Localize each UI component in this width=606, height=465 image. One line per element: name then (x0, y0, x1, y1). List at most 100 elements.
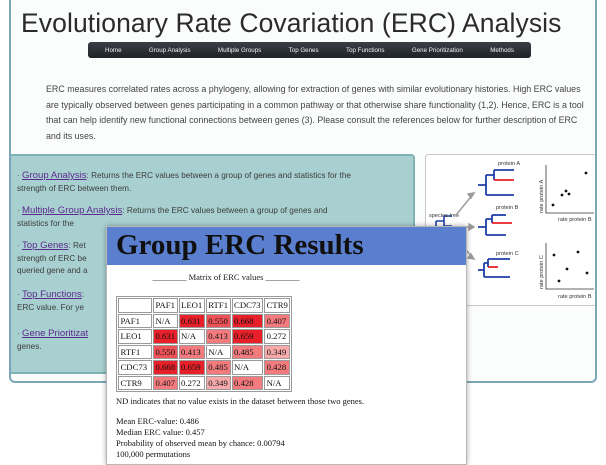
matrix-cell: 0.659 (178, 360, 205, 375)
link-multiple-group-analysis[interactable]: Multiple Group Analysis (22, 205, 123, 216)
matrix-cell: 0.668 (153, 360, 178, 375)
tool-multiple-group-analysis: · Multiple Group Analysis: Returns the E… (17, 205, 401, 230)
scatter-plot-cb (545, 243, 594, 290)
matrix-cell: 0.349 (264, 344, 291, 359)
matrix-row-header: PAF1 (118, 313, 152, 328)
link-gene-prioritization[interactable]: Gene Prioritizat (22, 328, 89, 339)
matrix-cell: 0.631 (153, 329, 178, 344)
matrix-cell: 0.428 (264, 360, 291, 375)
matrix-cell: 0.272 (264, 329, 291, 344)
tree-protein-a (478, 169, 514, 196)
link-group-analysis[interactable]: Group Analysis (22, 170, 87, 181)
matrix-cell: 0.631 (178, 313, 205, 328)
tool-top-functions: · Top Functions: ERC value. For ye (17, 289, 401, 314)
matrix-column-header: CDC73 (231, 298, 264, 313)
nd-note: ND indicates that no value exists in the… (116, 396, 365, 406)
matrix-cell: 0.349 (205, 375, 231, 390)
matrix-column-header: CTR9 (264, 298, 291, 313)
mean-erc-value: Mean ERC-value: 0.486 (116, 416, 199, 426)
nav-top-genes[interactable]: Top Genes (288, 46, 319, 54)
matrix-cell: 0.413 (178, 344, 205, 359)
median-erc-value: Median ERC value: 0.457 (116, 427, 205, 437)
results-banner (107, 227, 466, 265)
matrix-cell: N/A (205, 344, 231, 359)
matrix-cell: 0.428 (231, 375, 264, 390)
matrix-cell: N/A (231, 360, 264, 375)
nav-group-analysis[interactable]: Group Analysis (148, 46, 191, 54)
tree-protein-c (478, 258, 510, 278)
matrix-cell: 0.550 (205, 313, 231, 328)
matrix-cell: 0.659 (231, 329, 264, 344)
tool-desc-line2: ERC value. For ye (17, 302, 84, 312)
link-top-genes[interactable]: Top Genes (22, 240, 69, 251)
label-protein-c: protein C (496, 251, 519, 257)
nav-bar: Home Group Analysis Multiple Groups Top … (88, 42, 531, 58)
matrix-caption: ________ Matrix of ERC values ________ (152, 272, 300, 282)
matrix-corner-cell (118, 298, 152, 313)
bullet: · (17, 329, 23, 338)
label-protein-b: protein B (496, 205, 519, 211)
matrix-cell: N/A (264, 375, 291, 390)
tool-gene-prioritization: · Gene Prioritizat genes. (17, 328, 401, 353)
diagram-svg: species tree protein A protein B (428, 161, 594, 300)
nav-home[interactable]: Home (105, 46, 122, 54)
matrix-column-header: PAF1 (153, 298, 178, 313)
matrix-row-header: CDC73 (118, 360, 152, 375)
tool-desc-line2: strength of ERC between them. (17, 183, 132, 193)
group-erc-results-window: Group ERC Results ________ Matrix of ERC… (106, 226, 467, 465)
nav-methods[interactable]: Methods (490, 46, 514, 54)
tool-desc-line1: : Ret (68, 241, 86, 250)
bullet: · (17, 241, 23, 250)
probability-by-chance: Probability of observed mean by chance: … (116, 438, 285, 448)
nav-multiple-groups[interactable]: Multiple Groups (217, 46, 262, 54)
tool-desc-line2: statistics for the (17, 218, 74, 228)
nav-gene-prioritization[interactable]: Gene Prioritization (411, 46, 463, 54)
tool-group-analysis: · Group Analysis: Returns the ERC values… (17, 170, 401, 195)
permutation-count: 100,000 permutations (116, 449, 191, 459)
nav-top-functions[interactable]: Top Functions (345, 46, 385, 54)
matrix-cell: 0.485 (205, 360, 231, 375)
matrix-cell: 0.407 (153, 375, 178, 390)
tool-top-genes: · Top Genes: Ret strength of ERC be quer… (17, 240, 401, 278)
matrix-cell: N/A (178, 329, 205, 344)
tool-desc-line2: genes. (17, 341, 42, 351)
bullet: · (17, 290, 23, 299)
matrix-column-header: LEO1 (178, 298, 205, 313)
arrows (455, 192, 476, 260)
axis-label-rate-c: rate protein C (539, 255, 545, 289)
matrix-cell: N/A (153, 313, 178, 328)
axis-label-rate-b-top: rate protein B (558, 217, 592, 223)
tool-desc-line3: queried gene and a (17, 266, 88, 275)
tool-desc-line1: : (81, 290, 85, 299)
matrix-cell: 0.413 (205, 329, 231, 344)
tree-protein-b (478, 214, 512, 236)
axis-label-rate-a: rate protein A (539, 179, 545, 213)
matrix-row-header: CTR9 (118, 375, 152, 390)
tool-desc-line2: strength of ERC be (17, 253, 87, 263)
axis-label-rate-b-bottom: rate protein B (558, 294, 592, 300)
link-top-functions[interactable]: Top Functions (22, 289, 82, 300)
matrix-row-header: LEO1 (118, 329, 152, 344)
site-title: Evolutionary Rate Covariation (ERC) Anal… (21, 8, 562, 38)
bullet: · (17, 171, 23, 180)
matrix-cell: 0.272 (178, 375, 205, 390)
tool-desc-line1: : Returns the ERC values between a group… (122, 206, 328, 215)
label-protein-a: protein A (498, 161, 520, 167)
label-species-tree: species tree (429, 213, 459, 219)
scatter-plot-ab (545, 165, 594, 214)
matrix-cell: 0.668 (231, 313, 264, 328)
intro-paragraph: ERC measures correlated rates across a p… (46, 84, 584, 142)
matrix-row-header: RTF1 (118, 344, 152, 359)
matrix-cell: 0.485 (231, 344, 264, 359)
matrix-column-header: RTF1 (205, 298, 231, 313)
matrix-cell: 0.550 (153, 344, 178, 359)
matrix-cell: 0.407 (264, 313, 291, 328)
